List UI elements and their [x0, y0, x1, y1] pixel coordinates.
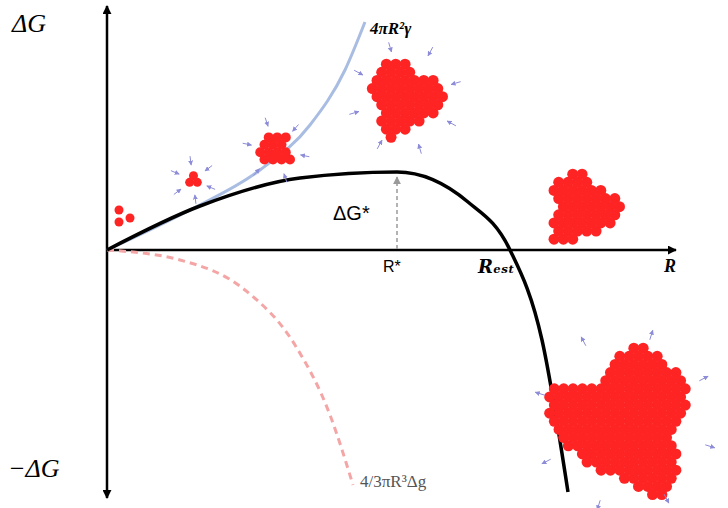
flux-arrow [174, 189, 181, 194]
volume-energy-curve [107, 250, 353, 485]
flux-arrow [664, 494, 669, 503]
surface-energy-curve [107, 22, 365, 250]
y-axis [106, 6, 109, 498]
flux-arrow [581, 337, 586, 346]
atom [605, 217, 616, 228]
barrier-arrow [396, 177, 398, 249]
barrier-label: ΔG* [333, 202, 370, 224]
flux-arrow [705, 445, 715, 448]
flux-arrow [377, 140, 382, 149]
volume-term-label: 4/3πR³Δg [360, 473, 426, 492]
atom [285, 155, 295, 165]
flux-arrow [190, 156, 191, 165]
flux-arrow [293, 125, 299, 132]
atom [619, 473, 630, 484]
atom [656, 489, 667, 500]
flux-arrow [354, 70, 363, 75]
x-axis [107, 249, 676, 252]
axis-label: −ΔG [8, 455, 60, 484]
axis-label: ΔG [12, 10, 46, 39]
flux-arrow [243, 143, 252, 145]
atom [115, 218, 124, 227]
flux-arrow [451, 82, 461, 85]
flux-arrow [284, 174, 287, 183]
axis-label: R [664, 257, 676, 277]
atom [115, 206, 124, 215]
flux-arrow [195, 195, 196, 204]
surface-term-label: 4πR²γ [370, 20, 411, 39]
atom-cluster [544, 343, 691, 500]
atom [400, 124, 411, 135]
atom-cluster [367, 59, 448, 143]
flux-arrow [207, 186, 215, 190]
flux-arrow [253, 169, 259, 176]
atom-cluster [549, 169, 625, 245]
critical-radius-label: R* [383, 258, 401, 276]
flux-arrow [301, 155, 310, 157]
flux-arrow [447, 121, 456, 126]
flux-arrow [419, 144, 422, 154]
flux-arrow [171, 171, 179, 175]
total-energy-curve [107, 172, 568, 492]
atom [596, 465, 607, 476]
atom [428, 107, 439, 118]
flux-arrow [205, 166, 212, 171]
atom-cluster [255, 132, 295, 164]
atom [126, 214, 135, 223]
flux-arrow [650, 330, 653, 340]
flux-arrow [428, 47, 433, 56]
flux-arrow [535, 392, 545, 395]
flux-arrow [349, 112, 359, 115]
flux-arrow [597, 500, 600, 508]
atom [567, 234, 578, 245]
flux-arrow [542, 459, 551, 464]
atom [193, 178, 202, 187]
established-radius-label: Rₑₛₜ [478, 257, 515, 277]
atom-cluster [185, 171, 202, 187]
flux-arrow [699, 376, 708, 381]
atom [386, 132, 397, 143]
flux-arrow [389, 42, 392, 52]
atom [591, 226, 602, 237]
atom [185, 178, 194, 187]
atom [414, 116, 425, 127]
flux-arrow [265, 118, 268, 127]
